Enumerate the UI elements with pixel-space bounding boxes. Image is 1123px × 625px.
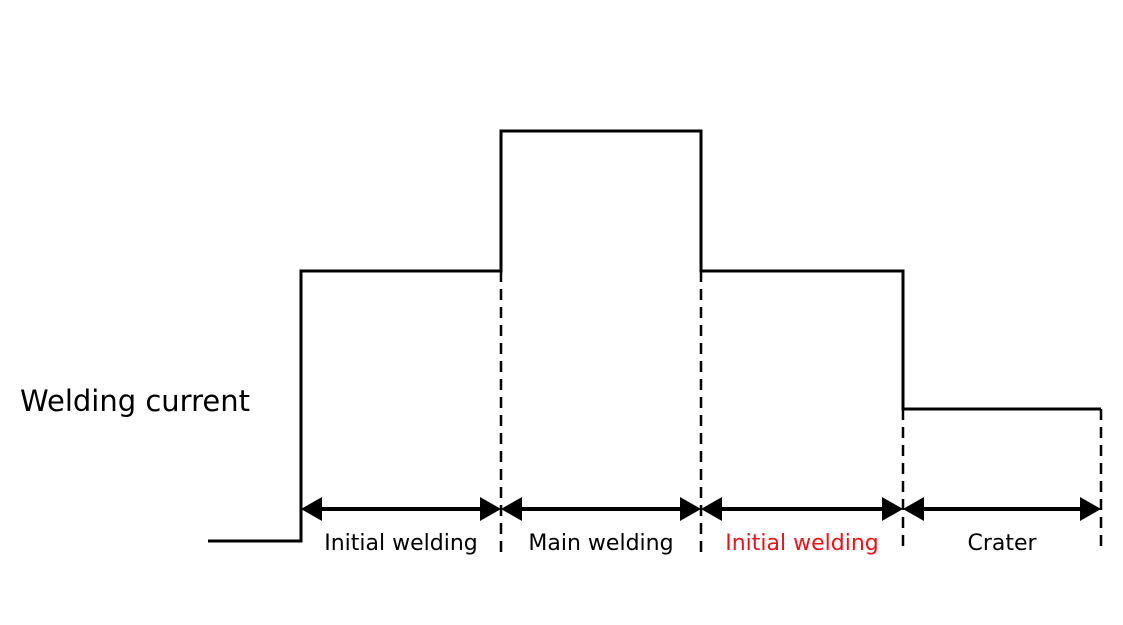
y-axis-label: Welding current xyxy=(20,384,250,418)
current-waveform-line xyxy=(208,129,1101,543)
phase-label-crater: Crater xyxy=(967,531,1037,556)
phase-label-initial-welding: Initial welding xyxy=(324,531,478,556)
phase-label-initial-welding-highlighted: Initial welding xyxy=(725,531,879,556)
phase-arrow-4 xyxy=(903,497,1101,521)
phase-arrow-3 xyxy=(701,497,903,521)
phase-label-main-welding: Main welding xyxy=(528,531,674,556)
phase-arrow-1 xyxy=(301,497,501,521)
phase-arrow-2 xyxy=(501,497,701,521)
